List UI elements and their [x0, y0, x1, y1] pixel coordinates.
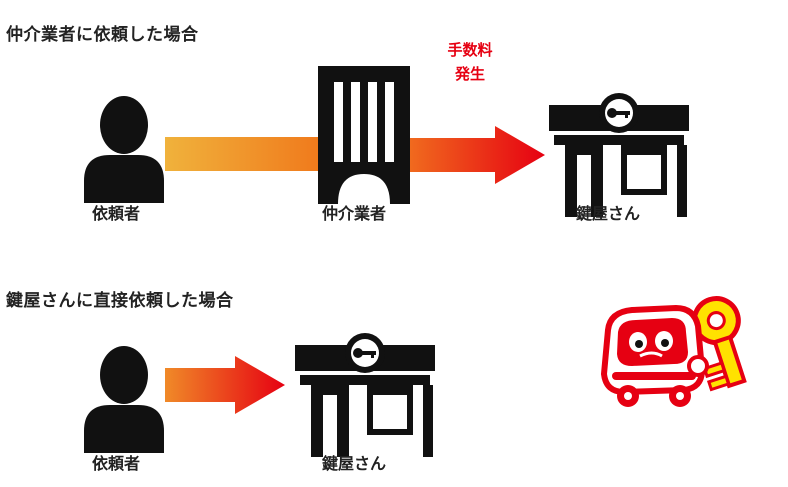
arrow-to-broker — [165, 137, 320, 171]
section1-heading: 仲介業者に依頼した場合 — [6, 25, 199, 45]
section2-heading: 鍵屋さんに直接依頼した場合 — [6, 291, 234, 311]
fee-line1: 手数料 — [447, 41, 493, 59]
person-icon — [84, 346, 164, 453]
fee-line2: 発生 — [454, 65, 485, 83]
locksmith-label: 鍵屋さん — [576, 204, 641, 223]
locksmith-label: 鍵屋さん — [322, 454, 387, 473]
requester-label: 依頼者 — [92, 454, 141, 473]
person-icon — [84, 96, 164, 203]
building-icon — [318, 66, 410, 204]
shop-icon — [549, 93, 689, 217]
broker-label: 仲介業者 — [322, 204, 387, 223]
requester-label: 依頼者 — [92, 204, 141, 223]
shop-icon — [295, 333, 435, 457]
arrow-direct — [165, 356, 285, 414]
fee-text: 手数料 発生 — [440, 38, 500, 86]
mascot-car-key-icon — [600, 296, 747, 407]
arrow-to-locksmith — [410, 126, 545, 184]
